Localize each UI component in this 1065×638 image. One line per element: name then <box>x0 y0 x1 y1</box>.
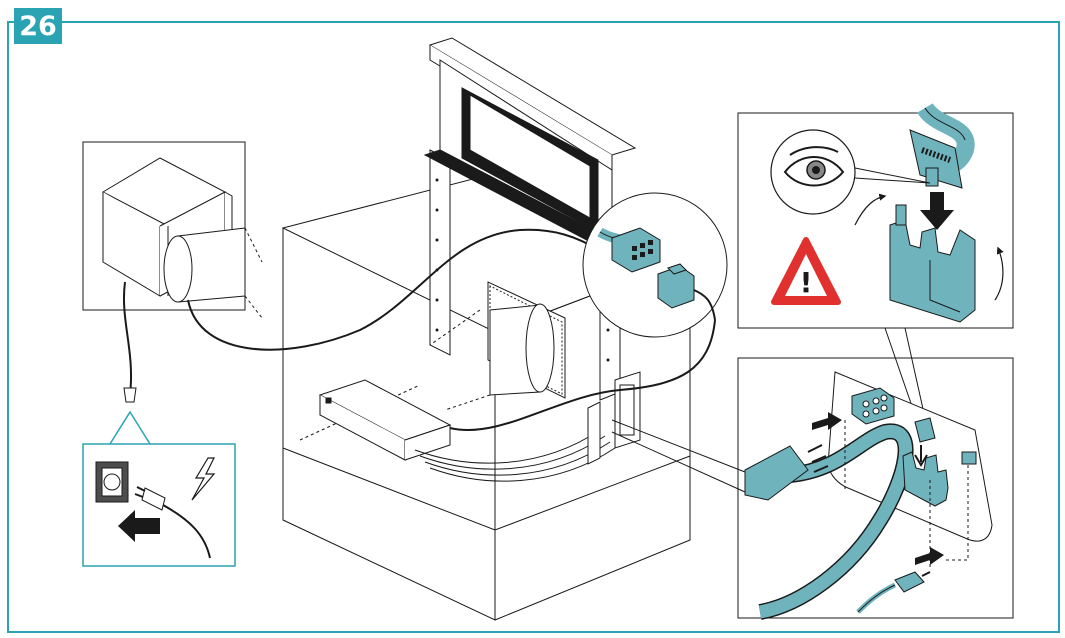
motor-connection-cable <box>187 228 601 351</box>
box-connection-cable <box>449 319 716 431</box>
plug-icon <box>134 486 211 559</box>
terminal-callout-lines <box>611 419 746 493</box>
warning-glyph: ! <box>800 266 813 299</box>
rotate-arrow-left-icon <box>854 193 887 226</box>
clip-callout-lines <box>884 327 926 419</box>
motor-duct <box>163 227 263 319</box>
duct-tube <box>429 303 555 411</box>
down-arrow-icon <box>920 192 954 230</box>
plug-small <box>123 387 137 403</box>
signal-plug <box>856 571 931 614</box>
signal-insert-arrow-icon <box>915 547 944 565</box>
terminal-block <box>851 387 895 425</box>
small-clip <box>902 417 949 507</box>
small-connector <box>961 451 977 465</box>
motor-power-cord <box>123 281 132 396</box>
power-plug <box>744 444 829 501</box>
step-number: 26 <box>19 10 57 42</box>
rotate-arrow-right-icon <box>994 246 1004 301</box>
outer-frame <box>7 21 1060 633</box>
plug-insert-arrow-icon <box>812 412 842 430</box>
connector-magnifier <box>582 192 728 338</box>
eye-callout-line <box>854 167 931 184</box>
power-socket-icon <box>95 461 129 503</box>
step-badge-bg <box>14 8 62 44</box>
eye-icon <box>770 129 856 215</box>
lightning-icon <box>191 457 216 501</box>
insert-arrow-icon <box>118 510 160 542</box>
control-box <box>318 379 452 461</box>
socket-callout-line <box>109 410 151 445</box>
cable-clip <box>889 204 976 323</box>
warning-icon: ! <box>771 237 841 305</box>
ribbon-plug <box>909 129 963 189</box>
